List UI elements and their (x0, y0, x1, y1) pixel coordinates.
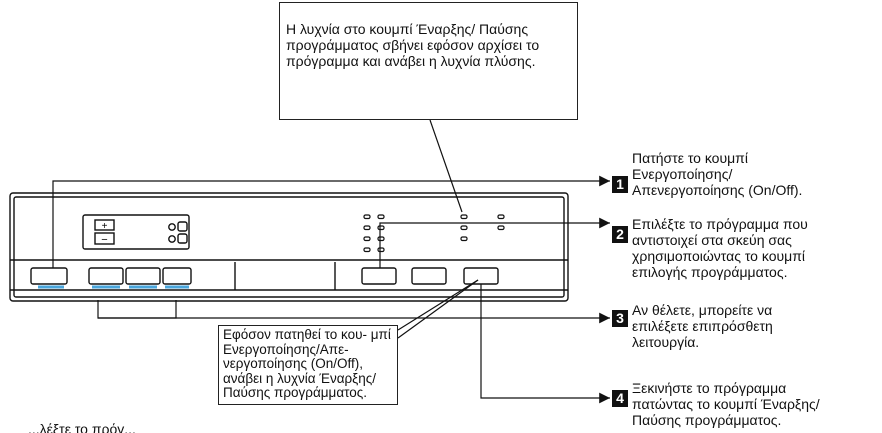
plus-icon: + (102, 221, 108, 232)
leader-step-2 (379, 217, 610, 268)
step-text-line: επιλογής προγράμματος. (632, 264, 788, 280)
leader-step-3 (97, 300, 177, 319)
leader-step-1 (52, 175, 610, 268)
callout-bottom: Εφόσον πατηθεί το κου- μπί Ενεργοποίησης… (218, 325, 398, 405)
step-text-line: Αν θέλετε, μπορείτε να (632, 302, 773, 318)
leader-callout-bottom-2 (397, 279, 479, 339)
option-button-3[interactable] (162, 267, 192, 285)
leader-step-4 (480, 284, 610, 404)
on-off-button[interactable] (30, 267, 68, 285)
step-text-line: Ενεργοποίησης/ (632, 166, 733, 182)
program-select-button[interactable] (361, 267, 397, 285)
step-number: 4 (612, 390, 628, 407)
display-panel (82, 214, 190, 250)
step-text-line: πατώντας το κουμπί Έναρξης/ (632, 396, 820, 412)
step-text-line: Ξεκινήστε το πρόγραμμα (632, 380, 787, 396)
truncated-text: ...λέξτε το πρόγ... (28, 421, 136, 433)
step-number: 2 (612, 226, 628, 243)
callout-bottom-text: Εφόσον πατηθεί το κου- μπί Ενεργοποίησης… (223, 327, 391, 400)
extra-button[interactable] (411, 267, 447, 285)
start-pause-button[interactable] (463, 267, 499, 285)
step-text-line: Πατήστε το κουμπί (632, 150, 748, 166)
step-text-line: χρησιμοποιώντας το κουμπί (632, 248, 805, 264)
step-text-line: λειτουργία. (632, 334, 700, 350)
leader-callout-top (429, 119, 463, 213)
control-panel (9, 192, 569, 302)
leader-callout-bottom-1 (397, 279, 479, 331)
step-number: 1 (612, 176, 628, 193)
step-text-line: Επιλέξτε το πρόγραμμα που (632, 216, 808, 232)
step-text-line: επιλέξετε επιπρόσθετη (632, 318, 773, 334)
minus-icon: − (101, 234, 107, 246)
callout-top-text: Η λυχνία στο κουμπί Έναρξης/ Παύσης προγ… (286, 21, 540, 69)
indicator-lamps (363, 214, 505, 253)
step-text-line: Παύσης προγράμματος. (632, 412, 782, 428)
step-text-line: Απενεργοποίησης (On/Off). (632, 182, 803, 198)
option-button-1[interactable] (88, 267, 124, 285)
step-text-line: αντιστοιχεί στα σκεύη σας (632, 232, 792, 248)
callout-top: Η λυχνία στο κουμπί Έναρξης/ Παύσης προγ… (279, 2, 578, 120)
step-number: 3 (612, 310, 628, 327)
option-button-2[interactable] (125, 267, 161, 285)
